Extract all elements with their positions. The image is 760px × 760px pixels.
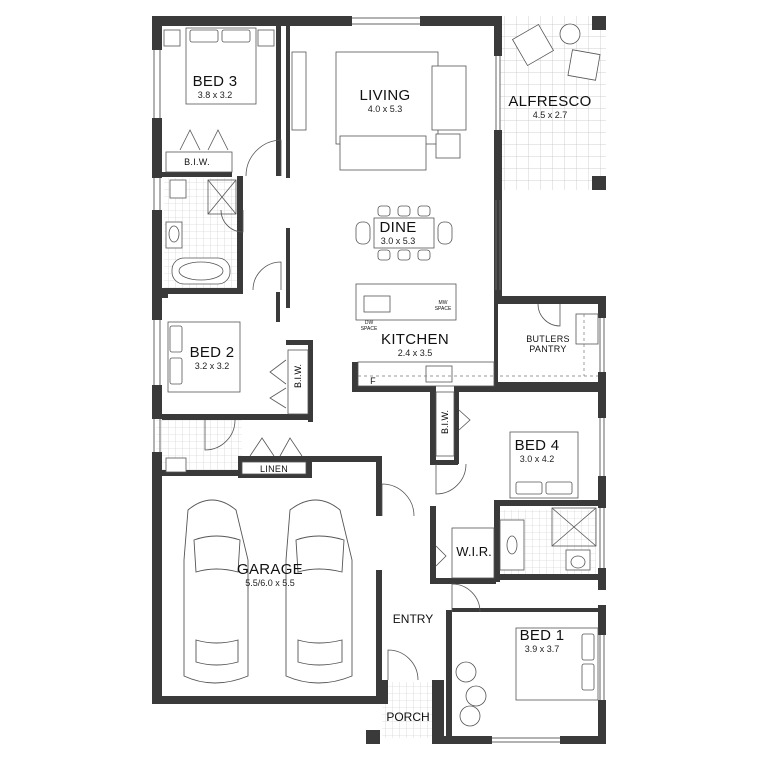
interior-walls — [162, 26, 600, 738]
label-pantry-line: PANTRY — [529, 344, 567, 354]
room-name: ALFRESCO — [508, 93, 592, 110]
room-name: LIVING — [359, 87, 411, 104]
robe-lines — [165, 151, 495, 579]
label-porch: PORCH — [386, 710, 430, 724]
label-dw-line: DW — [364, 320, 374, 326]
furniture — [163, 23, 601, 727]
porch-tiles — [382, 682, 434, 738]
bifold-doors — [179, 129, 471, 567]
label-entry: ENTRY — [392, 612, 434, 626]
room-dims: 5.5/6.0 x 5.5 — [245, 578, 295, 588]
room-label-kitchen: KITCHEN 2.4 x 3.5 — [381, 331, 449, 359]
room-name: GARAGE — [237, 561, 303, 578]
windows — [153, 17, 605, 743]
label-mw-space: MW SPACE — [435, 300, 452, 312]
room-dims: 2.4 x 3.5 — [397, 348, 433, 358]
room-label-bed1: BED 1 3.9 x 3.7 — [519, 627, 565, 655]
bench-dashes — [358, 314, 598, 377]
exterior-walls — [152, 16, 606, 744]
room-label-bed2: BED 2 3.2 x 3.2 — [189, 344, 235, 372]
label-butlers-line: BUTLERS — [526, 334, 570, 344]
room-dims: 3.8 x 3.2 — [197, 90, 233, 100]
label-mw-line: MW — [438, 300, 448, 306]
room-label-bed3: BED 3 3.8 x 3.2 — [192, 73, 238, 101]
room-dims: 4.5 x 2.7 — [532, 110, 568, 120]
room-dims: 3.9 x 3.7 — [524, 644, 560, 654]
label-biw-bed3: B.I.W. — [184, 157, 210, 167]
car-right — [285, 499, 353, 684]
room-dims: 3.0 x 4.2 — [519, 454, 555, 464]
label-mw-space-line: SPACE — [434, 306, 452, 312]
room-label-living: LIVING 4.0 x 5.3 — [359, 87, 411, 115]
room-label-bed4: BED 4 3.0 x 4.2 — [514, 437, 560, 465]
label-linen: LINEN — [259, 464, 289, 474]
car-left — [183, 499, 249, 684]
room-name: KITCHEN — [381, 331, 449, 348]
label-butlers-pantry: BUTLERS PANTRY — [526, 334, 570, 354]
room-dims: 4.0 x 5.3 — [367, 104, 403, 114]
room-dims: 3.0 x 5.3 — [380, 236, 416, 246]
label-dw-space-line: SPACE — [360, 326, 378, 332]
label-dw-space: DW SPACE — [361, 320, 378, 332]
label-biw-bed4: B.I.W. — [440, 410, 450, 435]
label-wir: W.I.R. — [456, 544, 492, 559]
room-name: BED 2 — [189, 344, 235, 361]
label-biw-bed2: B.I.W. — [293, 364, 303, 389]
room-dims: 3.2 x 3.2 — [194, 361, 230, 371]
label-fridge: F — [370, 376, 376, 386]
room-label-alfresco: ALFRESCO 4.5 x 2.7 — [508, 93, 592, 121]
room-name: BED 4 — [514, 437, 560, 454]
room-label-garage: GARAGE 5.5/6.0 x 5.5 — [237, 561, 303, 589]
room-name: BED 3 — [192, 73, 238, 90]
room-name: BED 1 — [519, 627, 565, 644]
room-name: DINE — [379, 219, 417, 236]
room-label-dine: DINE 3.0 x 5.3 — [379, 219, 417, 247]
